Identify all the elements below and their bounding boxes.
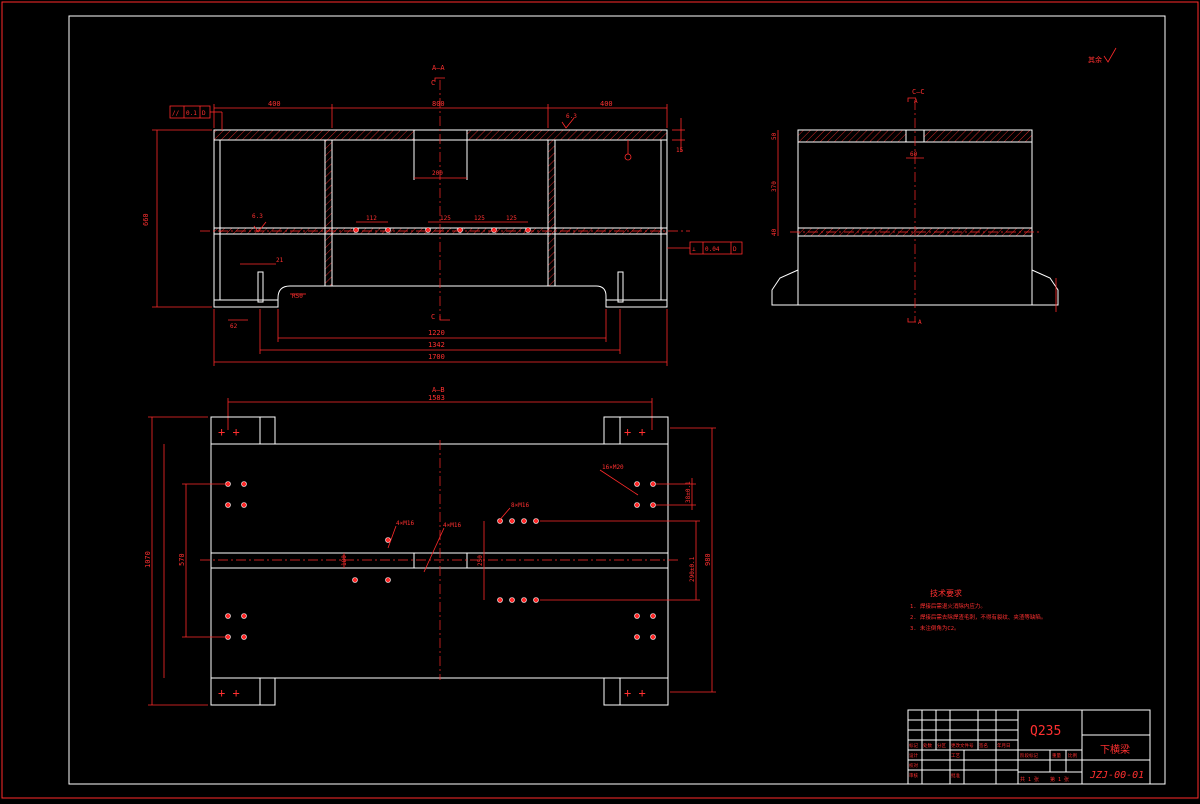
svg-text:1583: 1583 — [428, 394, 445, 402]
svg-text:第 1 张: 第 1 张 — [1050, 776, 1069, 783]
default-roughness: 其余 — [1088, 47, 1117, 64]
svg-text:C: C — [431, 79, 435, 87]
svg-text:C: C — [431, 313, 435, 321]
datum-icon — [624, 153, 632, 161]
svg-text:更改文件号: 更改文件号 — [951, 742, 974, 749]
tech-req-item: 3. 未注倒角为C2。 — [910, 624, 960, 632]
svg-text:A: A — [914, 98, 918, 105]
svg-text:4×M16: 4×M16 — [396, 520, 414, 527]
plan-body — [210, 443, 669, 679]
svg-text:660: 660 — [142, 213, 150, 226]
svg-text:21: 21 — [276, 257, 284, 264]
tolerance-frame-top: // 0.1 D — [169, 105, 223, 130]
svg-text:800: 800 — [432, 100, 445, 108]
svg-text:共 1 张: 共 1 张 — [1020, 776, 1039, 783]
svg-text:批准: 批准 — [951, 772, 960, 779]
svg-text:+ +: + + — [218, 686, 240, 700]
svg-text:标记: 标记 — [909, 742, 918, 749]
svg-text:400: 400 — [600, 100, 613, 108]
svg-text:112: 112 — [366, 215, 377, 222]
svg-text:40: 40 — [771, 228, 778, 236]
svg-text:比例: 比例 — [1068, 752, 1077, 759]
svg-text:其余: 其余 — [1088, 55, 1102, 64]
svg-text:审核: 审核 — [909, 772, 918, 779]
svg-text:+ +: + + — [218, 425, 240, 439]
svg-text:250: 250 — [477, 555, 484, 566]
tech-requirements: 技术要求 1. 焊接后需退火消除内应力。 2. 焊接后需去除焊渣毛刺，不得有裂纹… — [910, 588, 1046, 632]
svg-text://: // — [172, 110, 180, 117]
svg-text:+ +: + + — [624, 686, 646, 700]
svg-text:38±0.1: 38±0.1 — [685, 481, 692, 503]
svg-text:370: 370 — [771, 181, 778, 192]
part-name: 下横梁 — [1100, 743, 1130, 756]
svg-text:1220: 1220 — [428, 329, 445, 337]
svg-text:6.3: 6.3 — [566, 113, 577, 120]
tech-req-item: 1. 焊接后需退火消除内应力。 — [910, 602, 986, 610]
svg-text:重量: 重量 — [1052, 752, 1061, 759]
svg-text:1070: 1070 — [144, 551, 152, 568]
roughness-icon — [1103, 47, 1117, 63]
section-aa-view: A–A C — [142, 64, 743, 366]
svg-text:50: 50 — [771, 132, 778, 140]
section-bb-label: A–B — [432, 386, 445, 394]
svg-text:0.04: 0.04 — [705, 246, 720, 253]
svg-text:1700: 1700 — [428, 353, 445, 361]
svg-text:62: 62 — [230, 323, 238, 330]
svg-text:8×M16: 8×M16 — [511, 502, 529, 509]
svg-text:60: 60 — [910, 151, 918, 158]
svg-text:D: D — [733, 246, 737, 253]
svg-text:+ +: + + — [624, 425, 646, 439]
svg-text:校对: 校对 — [909, 762, 918, 769]
beam-outline — [213, 129, 668, 308]
svg-text:125: 125 — [506, 215, 517, 222]
svg-text:A: A — [918, 319, 922, 326]
svg-text:分区: 分区 — [937, 742, 946, 749]
svg-text:1342: 1342 — [428, 341, 445, 349]
svg-text:年月日: 年月日 — [997, 742, 1011, 749]
inner-frame — [68, 15, 1166, 785]
svg-text:阶段标记: 阶段标记 — [1020, 752, 1038, 759]
tech-req-title: 技术要求 — [930, 588, 962, 598]
drawing-number: JZJ-00-01 — [1089, 770, 1144, 781]
tolerance-frame-right: ⊥ 0.04 D — [667, 241, 743, 255]
svg-text:工艺: 工艺 — [951, 753, 960, 759]
svg-text:400: 400 — [268, 100, 281, 108]
svg-text:0.1: 0.1 — [186, 110, 197, 117]
tech-req-item: 2. 焊接后需去除焊渣毛刺，不得有裂纹、夹渣等缺陷。 — [910, 613, 1046, 621]
svg-text:125: 125 — [474, 215, 485, 222]
svg-text:6.3: 6.3 — [252, 213, 263, 220]
title-block: Q235 下横梁 JZJ-00-01 标记 处数 分区 更改文件号 签名 年月日… — [907, 709, 1151, 785]
material: Q235 — [1030, 724, 1061, 739]
svg-text:570: 570 — [178, 553, 186, 566]
svg-text:16×M20: 16×M20 — [602, 464, 624, 471]
section-cc-label: C–C — [912, 88, 925, 96]
svg-text:200: 200 — [432, 170, 443, 177]
svg-text:980: 980 — [704, 553, 712, 566]
svg-text:签名: 签名 — [979, 742, 988, 749]
svg-text:⊥: ⊥ — [692, 246, 696, 253]
svg-text:4×M16: 4×M16 — [443, 522, 461, 529]
section-bb-view: A–B 1583 + + + + + + + + — [144, 386, 716, 706]
section-cc-view: C–C A 60 50 370 40 A — [771, 88, 1059, 326]
svg-text:290±0.1: 290±0.1 — [689, 556, 696, 582]
svg-text:125: 125 — [440, 215, 451, 222]
svg-text:设计: 设计 — [909, 752, 918, 759]
svg-text:D: D — [202, 110, 206, 117]
svg-text:15: 15 — [676, 147, 684, 154]
section-aa-label: A–A — [432, 64, 445, 72]
svg-text:R50: R50 — [292, 293, 303, 300]
svg-text:180: 180 — [341, 555, 348, 566]
svg-text:处数: 处数 — [923, 742, 932, 749]
